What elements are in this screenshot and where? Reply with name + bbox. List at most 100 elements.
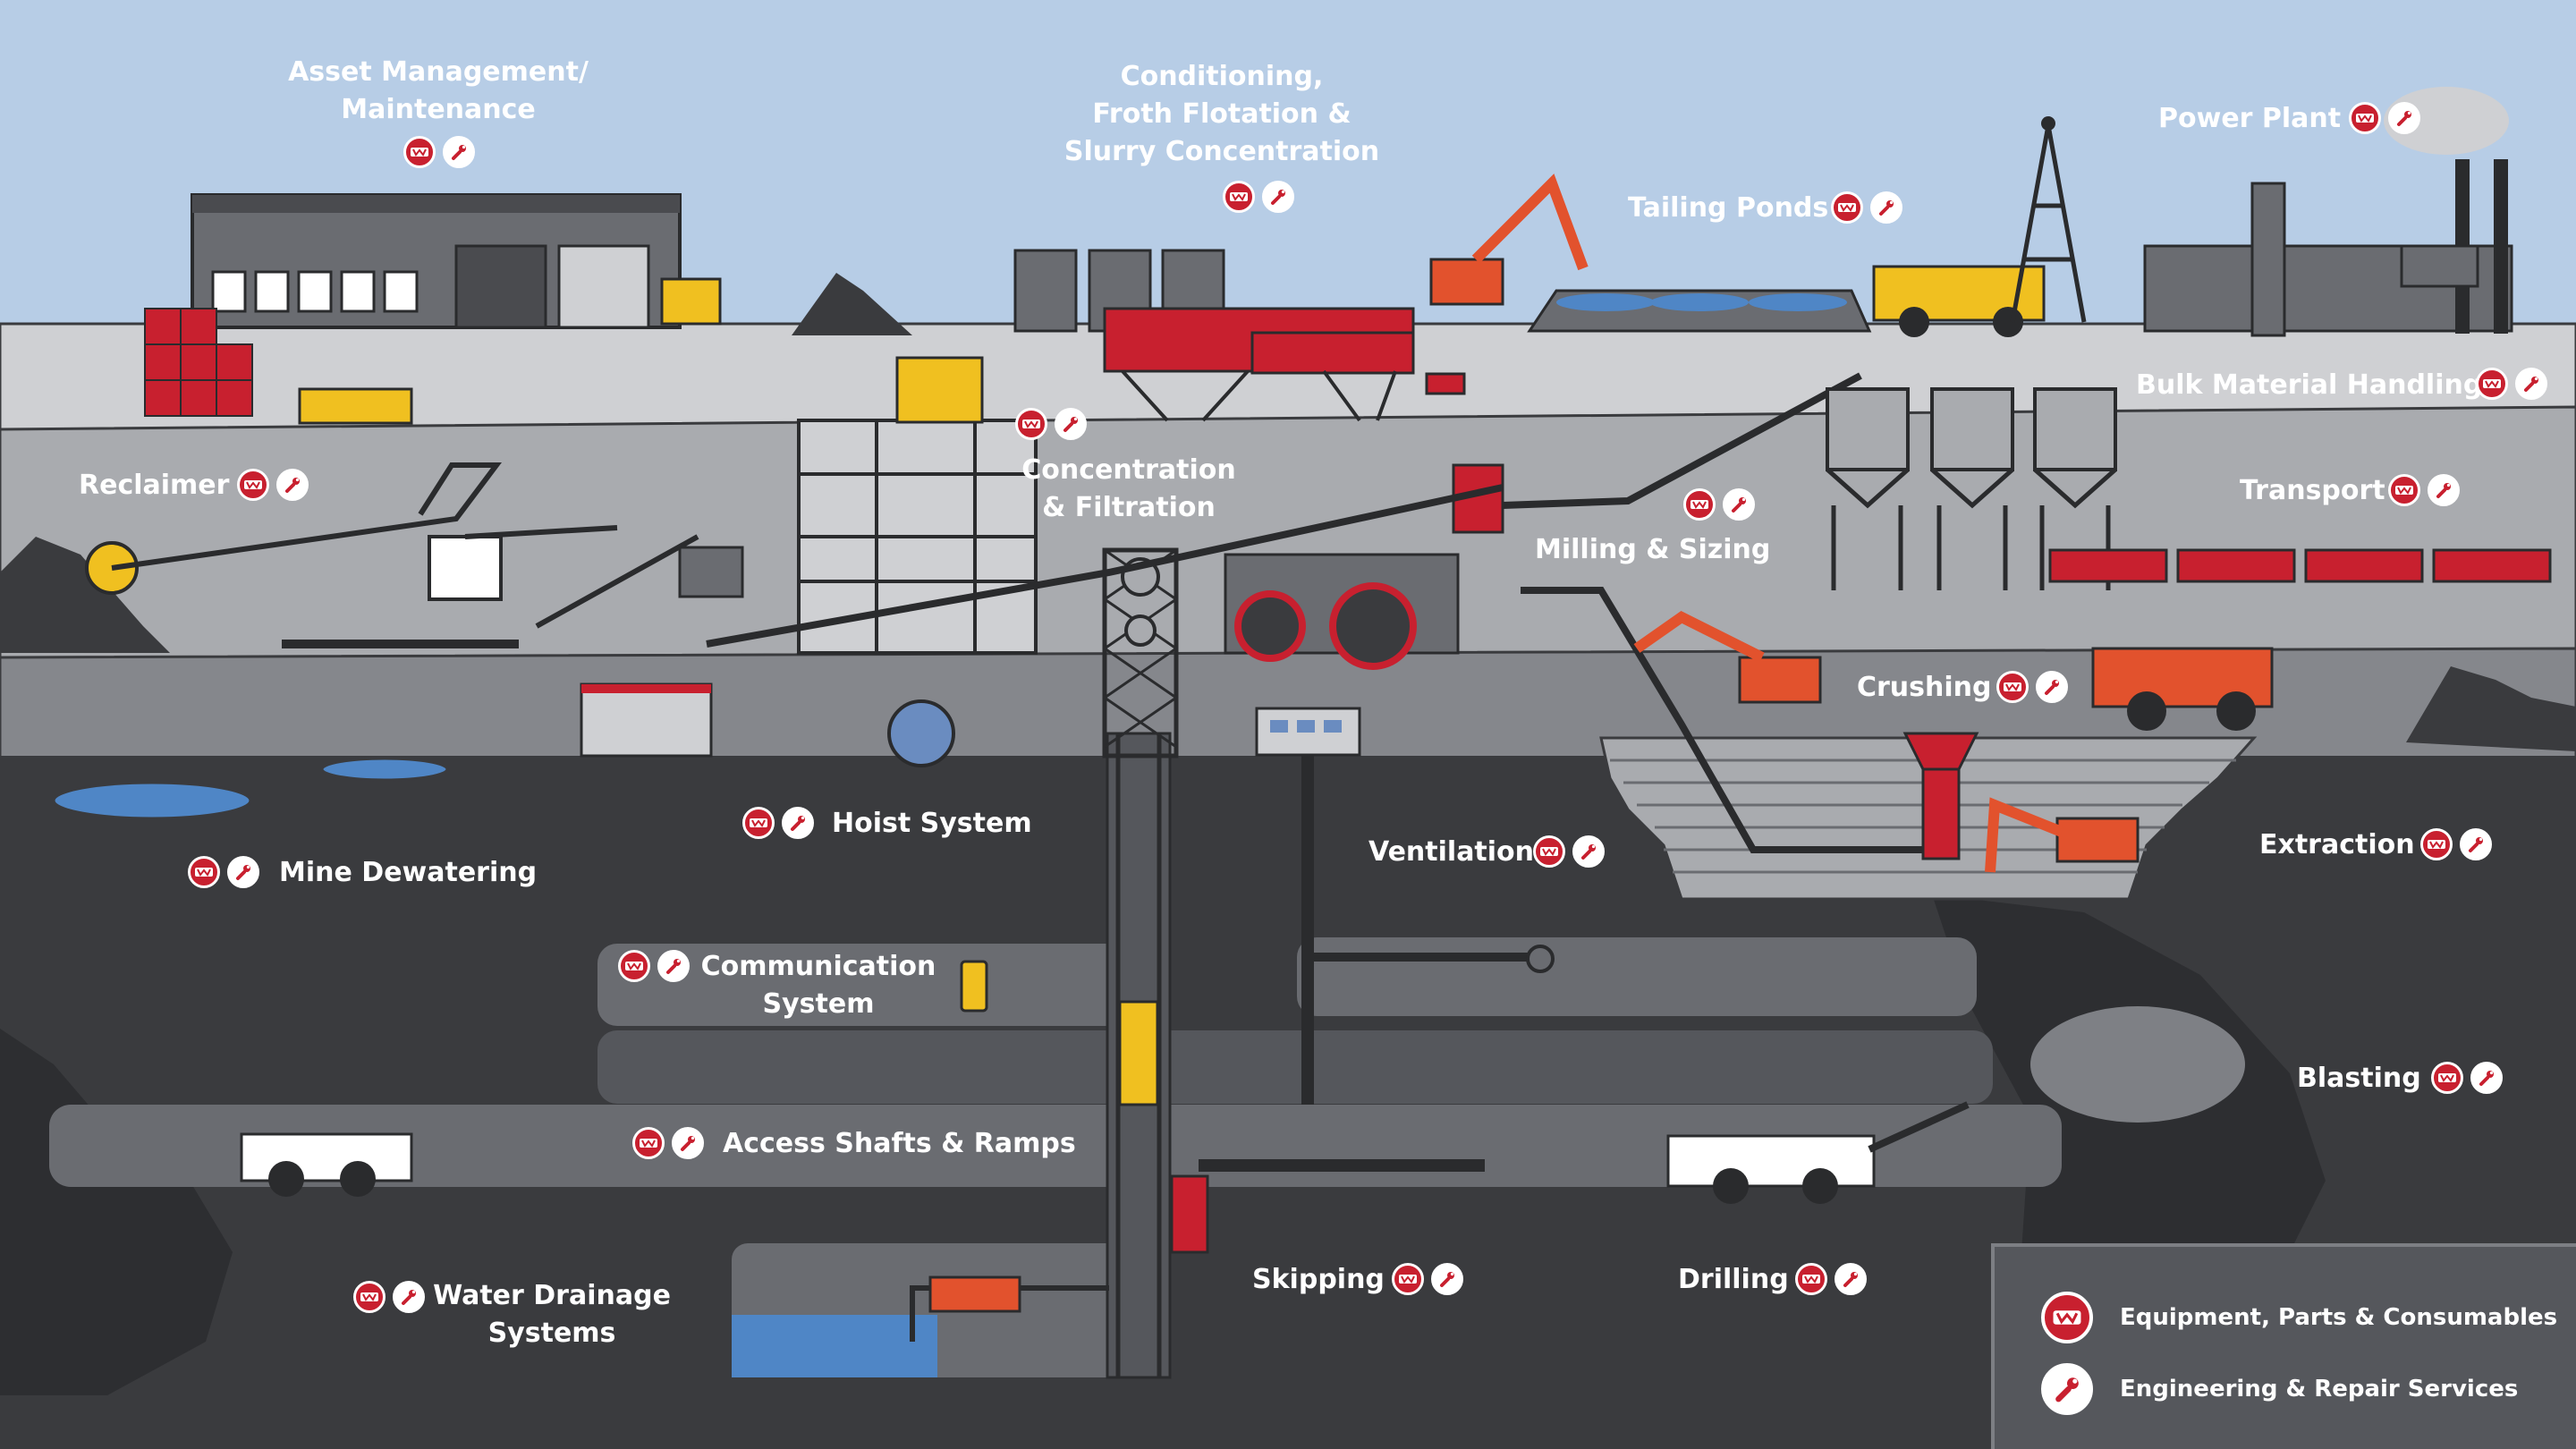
drainage-pump [928,1275,1021,1313]
label-communication-system: Communication System [700,951,936,1020]
headframe [1102,547,1179,758]
icons-drilling [1795,1263,1867,1295]
wrench-engineering-icon [443,136,475,168]
ore-pile-right [2406,666,2576,751]
ore-pile-left [0,537,170,653]
icons-reclaimer [237,469,309,501]
tunnel-middle [597,1030,1993,1104]
wrench-engineering-icon [2470,1062,2503,1094]
wrench-engineering-icon [1723,488,1755,521]
skip-cage [1118,1000,1159,1106]
label-extraction: Extraction [2259,829,2415,860]
legend-equipment-label: Equipment, Parts & Consumables [2120,1304,2558,1331]
blast-cloud [2030,1006,2245,1123]
legend-row-engineering: Engineering & Repair Services [2041,1363,2518,1415]
ventilation-shaft [1301,756,1314,1105]
container-stack [144,308,253,417]
equipment-parts-consumables-icon [632,1127,665,1159]
label-power-plant: Power Plant [2158,103,2342,134]
tunnel-access [49,1105,2062,1187]
wrench-engineering-icon [2036,671,2068,703]
hoist-drum [887,699,955,767]
ore-pile-surface [792,273,912,335]
equipment-parts-consumables-icon [2476,368,2508,400]
transport-train [2048,548,2552,583]
label-bulk-material-handling: Bulk Material Handling [2136,369,2483,401]
wrench-engineering-icon [2041,1363,2093,1415]
icons-extraction [2420,828,2492,860]
wrench-engineering-icon [782,807,814,839]
label-ventilation: Ventilation [1368,836,1535,868]
label-access-shafts-ramps: Access Shafts & Ramps [723,1128,1076,1159]
equipment-parts-consumables-icon [1015,408,1047,440]
wrench-engineering-icon [657,950,690,982]
wrench-engineering-icon [276,469,309,501]
pond-small [320,757,449,782]
label-conditioning: Conditioning, Froth Flotation & Slurry C… [1063,61,1380,167]
pit-excavator-lower [2055,817,2140,863]
icons-concentration-filtration [1015,408,1087,440]
ball-mill-2 [1329,582,1417,670]
equipment-parts-consumables-icon [742,807,775,839]
radio-tower [2010,124,2087,323]
equipment-parts-consumables-icon [353,1281,386,1313]
equipment-parts-consumables-icon [2431,1062,2463,1094]
icons-hoist-system [742,807,814,839]
reclaimer-hopper [678,546,744,598]
reclaimer-boom [111,462,502,571]
icons-milling-sizing [1683,488,1755,521]
equipment-parts-consumables-icon [2420,828,2453,860]
icons-mine-dewatering [188,856,259,888]
ball-mill-1 [1234,590,1306,662]
wrench-engineering-icon [1870,191,1902,224]
icons-asset-management [403,136,475,168]
label-skipping: Skipping [1252,1264,1385,1295]
equipment-parts-consumables-icon [2349,102,2381,134]
label-water-drainage: Water Drainage Systems [433,1280,671,1349]
icons-bulk-material-handling [2476,368,2547,400]
dewatering-building [580,682,713,758]
icons-conditioning [1223,181,1294,213]
wrench-engineering-icon [2460,828,2492,860]
bulk-silos [1826,387,2117,471]
wrench-engineering-icon [1835,1263,1867,1295]
icons-communication-system [618,950,690,982]
conveyor-to-silos [1502,372,1862,509]
equipment-parts-consumables-icon [2388,474,2420,506]
wrench-engineering-icon [393,1281,425,1313]
icons-transport [2388,474,2460,506]
label-reclaimer: Reclaimer [79,470,230,501]
conveyor-pit [1521,587,1923,853]
tailings-excavator [1429,258,1504,306]
radio-handset [960,960,988,1013]
wrench-engineering-icon [227,856,259,888]
wrench-engineering-icon [2388,102,2420,134]
sump-water [732,1315,937,1377]
skip-loader [1170,1174,1209,1254]
wrench-engineering-icon [2515,368,2547,400]
icons-water-drainage [353,1281,425,1313]
conveyor-to-mill [706,484,1504,648]
equipment-parts-consumables-icon [2041,1292,2093,1343]
legend-row-equipment: Equipment, Parts & Consumables [2041,1292,2557,1343]
wrench-engineering-icon [1055,408,1087,440]
label-concentration-filtration: Concentration & Filtration [1021,454,1236,523]
equipment-parts-consumables-icon [1223,181,1255,213]
wrench-engineering-icon [1262,181,1294,213]
wrench-engineering-icon [672,1127,704,1159]
label-blasting: Blasting [2297,1063,2421,1094]
legend: Equipment, Parts & Consumables Engineeri… [1991,1243,2576,1449]
reach-stacker [298,387,413,425]
equipment-parts-consumables-icon [1831,191,1863,224]
label-hoist-system: Hoist System [832,808,1032,839]
icons-skipping [1392,1263,1463,1295]
icons-power-plant [2349,102,2420,134]
flotation-pump [1425,372,1466,395]
label-crushing: Crushing [1857,672,1992,703]
icons-crushing [1996,671,2068,703]
label-asset-management: Asset Management/ Maintenance [288,56,589,125]
equipment-parts-consumables-icon [237,469,269,501]
tunnel-communication [597,944,1170,1026]
equipment-parts-consumables-icon [618,950,650,982]
